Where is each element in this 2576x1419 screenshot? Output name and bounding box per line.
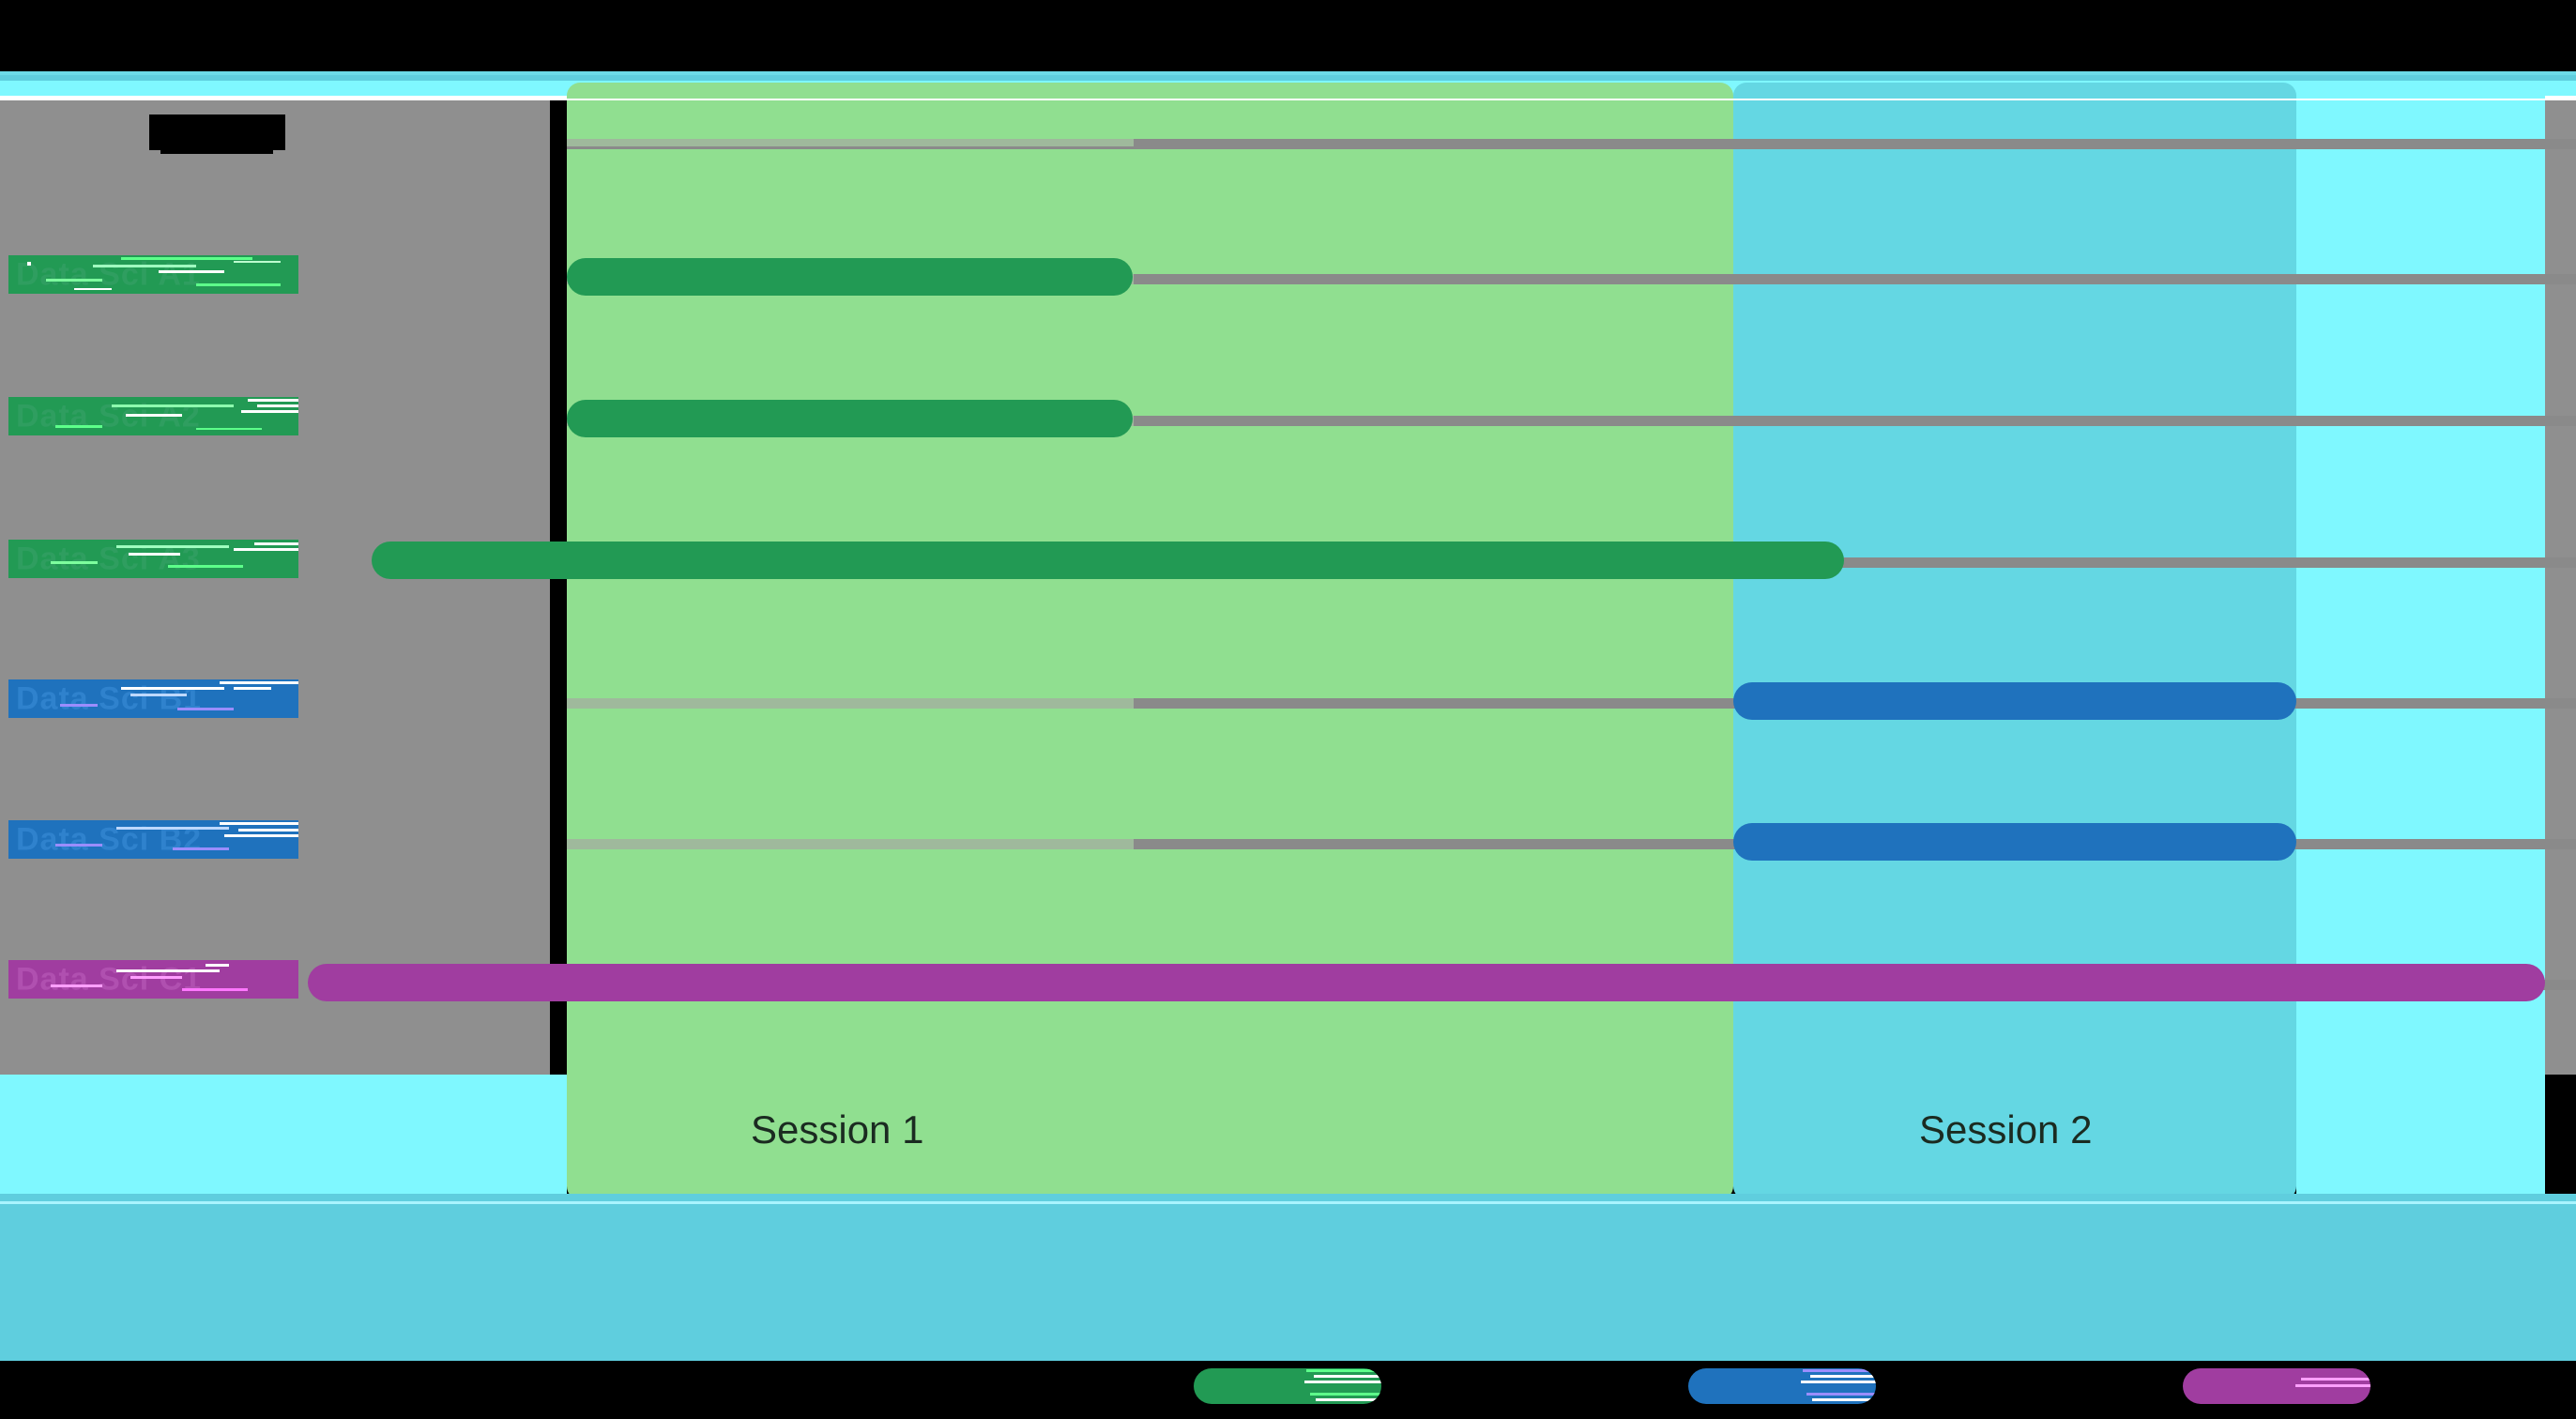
gantt-bar-c1[interactable] bbox=[308, 964, 2545, 1001]
label-panel-right bbox=[300, 99, 550, 1075]
gridline-row-1 bbox=[567, 416, 2576, 426]
row-label-b1-text: Data Sci B1 bbox=[16, 680, 203, 716]
session-band-tail bbox=[2296, 83, 2545, 1199]
row-label-a1-text: Data Sci A1 bbox=[16, 256, 201, 292]
label-panel-left bbox=[0, 99, 300, 1075]
row-label-b2: Data Sci B2 bbox=[8, 820, 298, 859]
legend-swatch-group-c[interactable]: Group C bbox=[2183, 1368, 2370, 1404]
top-rule-2 bbox=[0, 75, 2576, 81]
lower-strip-light bbox=[0, 1075, 567, 1194]
footer-rule-hair bbox=[0, 1201, 2576, 1204]
page-title-redacted-tail bbox=[160, 150, 273, 154]
session-1-label: Session 1 bbox=[751, 1107, 924, 1152]
row-label-b2-text: Data Sci B2 bbox=[16, 821, 203, 857]
row-label-a2: Data Sci A2 bbox=[8, 397, 298, 435]
gantt-bar-a1[interactable] bbox=[567, 258, 1133, 296]
session-band-2 bbox=[1733, 83, 2296, 1199]
legend: Group A Group B Group C bbox=[0, 1361, 2576, 1419]
row-label-a3-text: Data Sci A3 bbox=[16, 541, 201, 576]
gridline-row-0 bbox=[567, 274, 2576, 284]
footer-panel bbox=[0, 1204, 2576, 1361]
legend-swatch-group-b[interactable]: Group B bbox=[1688, 1368, 1876, 1404]
row-label-c1: Data Sci C1 bbox=[8, 960, 298, 999]
top-rule-1 bbox=[0, 71, 2576, 75]
session-2-label: Session 2 bbox=[1919, 1107, 2093, 1152]
row-label-c1-text: Data Sci C1 bbox=[16, 961, 203, 997]
label-panel-sliver bbox=[2545, 99, 2576, 1075]
panel-top-divider bbox=[0, 99, 2576, 100]
legend-swatch-group-a[interactable]: Group A bbox=[1194, 1368, 1381, 1404]
page-title-redacted bbox=[149, 114, 285, 150]
gantt-bar-a3[interactable] bbox=[372, 542, 1844, 579]
gridline-row-4 bbox=[567, 839, 2576, 849]
session-band-1 bbox=[567, 83, 1733, 1199]
footer-rule-top bbox=[0, 1194, 2576, 1201]
gridline-top bbox=[567, 139, 2576, 149]
row-label-b1: Data Sci B1 bbox=[8, 679, 298, 718]
gridline-top-soft bbox=[567, 139, 1134, 146]
row-label-a1: Data Sci A1 bbox=[8, 255, 298, 294]
row-label-a2-text: Data Sci A2 bbox=[16, 398, 201, 434]
gridline-row-3-soft bbox=[567, 698, 1134, 709]
gantt-bar-b2[interactable] bbox=[1733, 823, 2296, 861]
row-label-a3: Data Sci A3 bbox=[8, 540, 298, 578]
gantt-bar-a2[interactable] bbox=[567, 400, 1133, 437]
gridline-row-3 bbox=[567, 698, 2576, 709]
gridline-row-4-soft bbox=[567, 839, 1134, 849]
gantt-bar-b1[interactable] bbox=[1733, 682, 2296, 720]
